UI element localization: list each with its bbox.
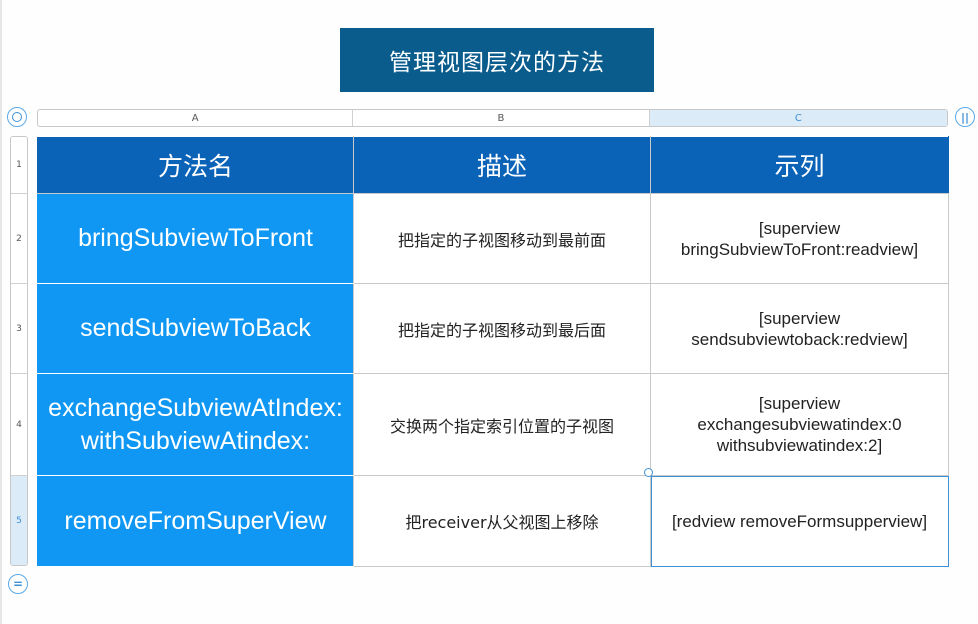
add-column-handle-icon[interactable]: || xyxy=(955,107,975,127)
method-name-cell[interactable]: exchangeSubviewAtIndex:withSubviewAtinde… xyxy=(37,373,354,476)
example-line: exchangesubviewatindex:0 xyxy=(697,415,902,434)
column-header-b[interactable]: B xyxy=(353,110,650,126)
table-row: exchangeSubviewAtIndex:withSubviewAtinde… xyxy=(37,373,949,476)
example-cell-selected[interactable]: [redview removeFormsupperview] xyxy=(650,475,949,567)
header-method-name[interactable]: 方法名 xyxy=(37,136,354,194)
example-cell[interactable]: [superview sendsubviewtoback:redview] xyxy=(650,283,949,374)
example-line: withsubviewatindex:2] xyxy=(716,436,883,455)
table-row: bringSubviewToFront 把指定的子视图移动到最前面 [super… xyxy=(37,193,949,284)
selection-resize-handle[interactable] xyxy=(644,468,653,477)
table-header-row: 方法名 描述 示列 xyxy=(37,136,949,194)
example-line: bringSubviewToFront:readview] xyxy=(680,239,919,259)
header-description[interactable]: 描述 xyxy=(353,136,651,194)
select-all-ring xyxy=(12,112,22,122)
select-all-icon[interactable] xyxy=(7,107,27,127)
row-header-3[interactable]: 3 xyxy=(11,284,27,374)
row-header-5[interactable]: 5 xyxy=(11,476,27,565)
example-line: [redview removeFormsupperview] xyxy=(671,511,928,531)
row-header-bar: 1 2 3 4 5 xyxy=(10,136,28,566)
description-cell[interactable]: 交换两个指定索引位置的子视图 xyxy=(353,373,651,476)
description-cell[interactable]: 把receiver从父视图上移除 xyxy=(353,475,651,567)
example-cell[interactable]: [superview bringSubviewToFront:readview] xyxy=(650,193,949,284)
method-name-cell[interactable]: sendSubviewToBack xyxy=(37,283,354,374)
example-line: [superview xyxy=(758,218,841,238)
column-header-c[interactable]: C xyxy=(649,110,947,126)
page-title[interactable]: 管理视图层次的方法 xyxy=(340,28,654,92)
header-example[interactable]: 示列 xyxy=(650,136,949,194)
table-row: removeFromSuperView 把receiver从父视图上移除 [re… xyxy=(37,475,949,567)
methods-table: 方法名 描述 示列 bringSubviewToFront 把指定的子视图移动到… xyxy=(37,136,949,567)
example-line: [superview xyxy=(758,308,841,328)
description-cell[interactable]: 把指定的子视图移动到最后面 xyxy=(353,283,651,374)
method-name-cell[interactable]: bringSubviewToFront xyxy=(37,193,354,284)
row-header-1[interactable]: 1 xyxy=(11,137,27,194)
table-row: sendSubviewToBack 把指定的子视图移动到最后面 [supervi… xyxy=(37,283,949,374)
column-header-a[interactable]: A xyxy=(38,110,354,126)
left-edge-divider xyxy=(0,0,2,624)
column-header-bar: A B C xyxy=(37,109,948,127)
description-cell[interactable]: 把指定的子视图移动到最前面 xyxy=(353,193,651,284)
example-line: sendsubviewtoback:redview] xyxy=(691,329,908,349)
example-cell[interactable]: [superview exchangesubviewatindex:0 with… xyxy=(650,373,949,476)
method-name-cell[interactable]: removeFromSuperView xyxy=(37,475,354,567)
row-header-2[interactable]: 2 xyxy=(11,194,27,284)
row-header-4[interactable]: 4 xyxy=(11,374,27,476)
example-line: [superview xyxy=(758,394,841,413)
add-row-handle-icon[interactable]: = xyxy=(8,574,28,594)
